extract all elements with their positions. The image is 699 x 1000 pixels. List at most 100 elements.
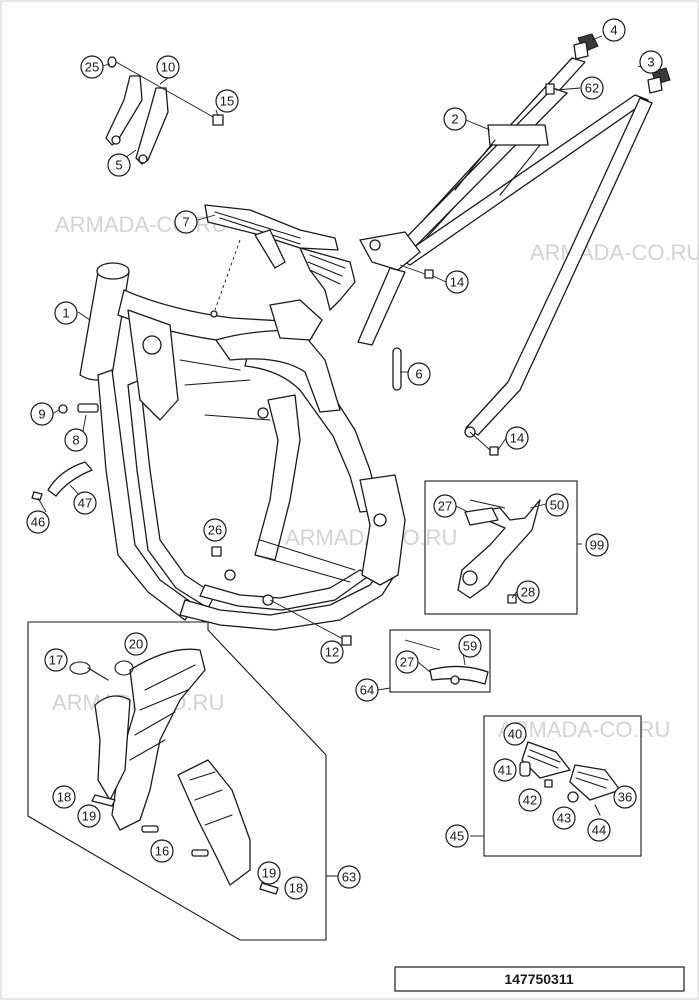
clip-6 — [392, 347, 402, 391]
hardware-12-26 — [211, 546, 352, 646]
svg-text:12: 12 — [325, 645, 339, 660]
svg-text:40: 40 — [508, 727, 522, 742]
bracket-7 — [204, 204, 356, 318]
callout-10: 10 — [156, 55, 180, 79]
svg-text:99: 99 — [590, 538, 604, 553]
svg-text:19: 19 — [82, 809, 96, 824]
callout-7: 7 — [174, 210, 198, 234]
callout-19-left: 19 — [77, 804, 101, 828]
svg-text:44: 44 — [592, 823, 606, 838]
svg-text:47: 47 — [78, 496, 92, 511]
callout-1: 1 — [54, 301, 78, 325]
subframe — [357, 57, 653, 438]
frame-protector-right — [177, 759, 279, 895]
callout-2: 2 — [443, 107, 467, 131]
svg-text:45: 45 — [450, 829, 464, 844]
subframe-end-cap-4 — [573, 33, 599, 60]
callout-12: 12 — [320, 640, 344, 664]
svg-text:50: 50 — [550, 498, 564, 513]
callout-44: 44 — [587, 818, 611, 842]
engine-brace-assembly — [105, 56, 224, 165]
svg-text:18: 18 — [57, 790, 71, 805]
callout-64: 64 — [355, 678, 379, 702]
svg-text:5: 5 — [115, 158, 122, 173]
svg-text:62: 62 — [585, 81, 599, 96]
main-frame — [79, 262, 406, 631]
callout-41: 41 — [493, 758, 517, 782]
callout-8: 8 — [64, 428, 88, 452]
svg-text:64: 64 — [360, 683, 374, 698]
svg-text:16: 16 — [155, 844, 169, 859]
callout-27-box64: 27 — [395, 650, 419, 674]
group-box-99 — [424, 480, 578, 615]
callout-16: 16 — [150, 839, 174, 863]
callout-50: 50 — [545, 493, 569, 517]
svg-text:41: 41 — [498, 763, 512, 778]
cable-ties — [69, 660, 134, 681]
callout-18-left: 18 — [52, 785, 76, 809]
footpegs-45 — [519, 741, 621, 816]
callout-20: 20 — [124, 632, 148, 656]
group-box-64 — [389, 629, 491, 693]
svg-text:14: 14 — [450, 275, 464, 290]
svg-text:8: 8 — [72, 433, 79, 448]
drawing-number-box: 147750311 — [394, 966, 685, 992]
svg-text:7: 7 — [182, 215, 189, 230]
callout-3: 3 — [639, 50, 663, 74]
svg-text:9: 9 — [38, 407, 45, 422]
svg-text:14: 14 — [510, 431, 524, 446]
callout-15: 15 — [215, 89, 239, 113]
callout-14-lower: 14 — [505, 426, 529, 450]
svg-text:15: 15 — [220, 94, 234, 109]
callout-46: 46 — [26, 510, 50, 534]
protector-59 — [404, 639, 489, 685]
group-box-63 — [27, 621, 327, 941]
svg-text:46: 46 — [31, 515, 45, 530]
callout-17: 17 — [44, 648, 68, 672]
callout-45: 45 — [445, 824, 469, 848]
callout-63: 63 — [337, 865, 361, 889]
callout-40: 40 — [503, 722, 527, 746]
svg-text:2: 2 — [451, 112, 458, 127]
nut-62 — [545, 83, 555, 95]
callout-36: 36 — [613, 785, 637, 809]
callout-42: 42 — [518, 788, 542, 812]
svg-text:36: 36 — [618, 790, 632, 805]
frame-protector-left — [91, 648, 206, 833]
svg-text:3: 3 — [647, 55, 654, 70]
callout-26: 26 — [203, 518, 227, 542]
svg-text:17: 17 — [49, 653, 63, 668]
svg-text:19: 19 — [262, 866, 276, 881]
svg-text:18: 18 — [289, 881, 303, 896]
callout-5: 5 — [107, 153, 131, 177]
svg-text:10: 10 — [161, 60, 175, 75]
callout-6: 6 — [407, 362, 431, 386]
callout-4: 4 — [602, 18, 626, 42]
svg-text:59: 59 — [463, 639, 477, 654]
callout-25: 25 — [80, 55, 104, 79]
watermark-1: ARMADA-CO.RU — [55, 212, 227, 237]
svg-text:42: 42 — [523, 793, 537, 808]
bolts-14 — [399, 264, 499, 456]
drawing-number: 147750311 — [504, 971, 574, 987]
callout-43: 43 — [552, 806, 576, 830]
svg-text:1: 1 — [62, 306, 69, 321]
svg-text:43: 43 — [557, 811, 571, 826]
callout-99: 99 — [585, 533, 609, 557]
callout-19-right: 19 — [257, 861, 281, 885]
callout-59: 59 — [458, 634, 482, 658]
svg-text:4: 4 — [610, 23, 617, 38]
svg-text:27: 27 — [400, 655, 414, 670]
svg-text:25: 25 — [85, 60, 99, 75]
svg-text:26: 26 — [208, 523, 222, 538]
callout-27-box99: 27 — [433, 494, 457, 518]
callout-18-right: 18 — [284, 876, 308, 900]
svg-text:6: 6 — [415, 367, 422, 382]
callout-47: 47 — [73, 491, 97, 515]
svg-text:20: 20 — [129, 637, 143, 652]
callout-14-upper: 14 — [445, 270, 469, 294]
small-parts-left — [31, 403, 99, 501]
watermark-5: ARMADA-CO.RU — [498, 717, 670, 742]
